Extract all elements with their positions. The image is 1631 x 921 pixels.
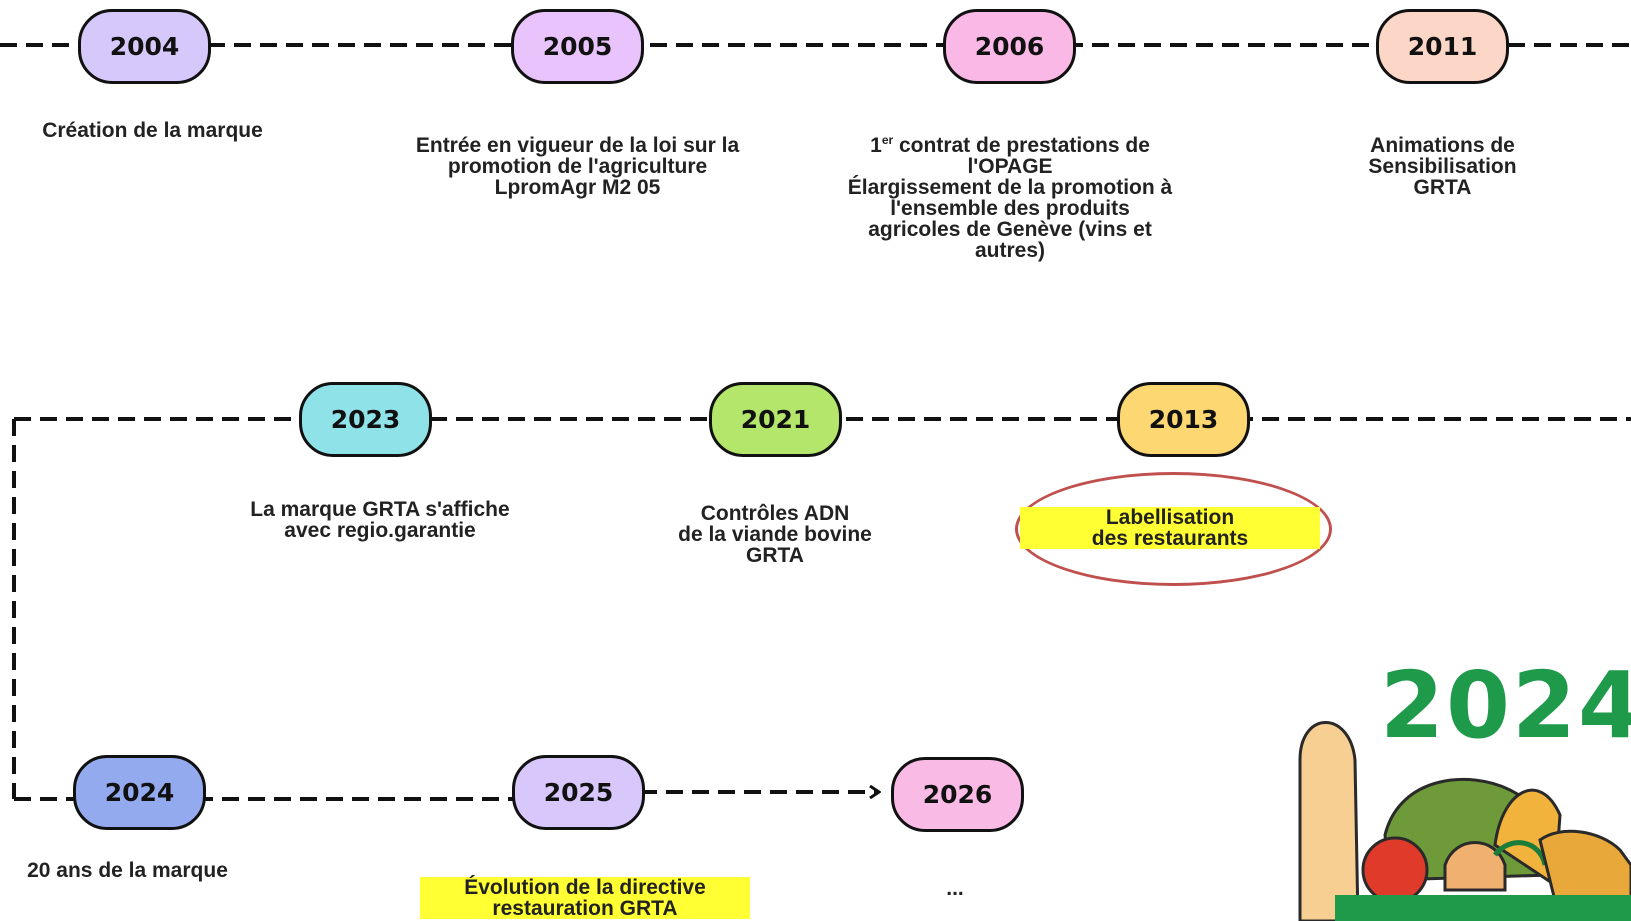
event-2006-ordinal-suffix: er (881, 133, 894, 147)
event-2013-line-2: des restaurants (1020, 528, 1320, 549)
event-2006-line-4: l'ensemble des produits (890, 197, 1130, 220)
event-2025-line-2: restauration GRTA (420, 898, 750, 919)
event-2006-line-6: autres) (974, 239, 1046, 262)
year-badge-2006: 2006 (943, 9, 1076, 84)
event-2011-line-2: Sensibilisation (1368, 155, 1517, 178)
event-2021-line-1: Contrôles ADN (700, 502, 850, 525)
logo-year-text: 2024 (1380, 665, 1631, 759)
event-2006-line-1: 1er contrat de prestations de (800, 133, 1220, 157)
event-2025-line-1-highlight: Évolution de la directive (420, 877, 750, 898)
event-2024-text: 20 ans de la marque (0, 860, 255, 881)
event-2013-line-1-highlight: Labellisation (1020, 507, 1320, 528)
event-2025-line-2-highlight: restauration GRTA (420, 898, 750, 919)
event-2026-text: ... (905, 878, 1005, 899)
event-2013-line-2-highlight: des restaurants (1020, 528, 1320, 549)
anniversary-2024-logo: 2024 (1240, 665, 1631, 921)
event-2021-text: Contrôles ADN de la viande bovine GRTA (610, 503, 940, 566)
event-2023-text: La marque GRTA s'affiche avec regio.gara… (215, 499, 545, 541)
event-2024-line: 20 ans de la marque (27, 859, 228, 882)
event-2013-text: Labellisation des restaurants (1020, 507, 1320, 549)
year-badge-2011: 2011 (1376, 9, 1509, 84)
event-2006-line-5: agricoles de Genève (vins et (868, 218, 1152, 241)
year-badge-2005: 2005 (511, 9, 644, 84)
year-badge-2021: 2021 (709, 382, 842, 457)
event-2011-line-1: Animations de (1370, 134, 1515, 157)
year-badge-2013: 2013 (1117, 382, 1250, 457)
event-2026-line: ... (946, 877, 964, 900)
event-2006-line-1-rest: contrat de prestations de (893, 134, 1150, 157)
event-2006-line-2: l'OPAGE (967, 155, 1053, 178)
event-2006-ordinal: 1 (870, 134, 882, 157)
event-2023-line-1: La marque GRTA s'affiche (250, 498, 510, 521)
event-2021-line-3: GRTA (746, 544, 804, 567)
vegetables-illustration (1298, 721, 1631, 921)
event-2004-line: Création de la marque (42, 119, 263, 142)
event-2023-line-2: avec regio.garantie (284, 519, 476, 542)
year-badge-2025: 2025 (512, 755, 645, 830)
event-2025-text: Évolution de la directive restauration G… (420, 877, 750, 919)
event-2013-line-1: Labellisation (1020, 507, 1320, 528)
year-badge-2023: 2023 (299, 382, 432, 457)
event-2011-text: Animations de Sensibilisation GRTA (1315, 135, 1570, 198)
event-2021-line-2: de la viande bovine (678, 523, 872, 546)
event-2025-line-1: Évolution de la directive (420, 877, 750, 898)
event-2005-line-1: Entrée en vigueur de la loi sur la (415, 134, 740, 157)
event-2005-line-3: LpromAgr M2 05 (494, 176, 661, 199)
event-2006-text: 1er contrat de prestations de l'OPAGE Él… (800, 133, 1220, 262)
event-2005-line-2: promotion de l'agriculture (447, 155, 708, 178)
year-badge-2026: 2026 (891, 757, 1024, 832)
year-badge-2004: 2004 (78, 9, 211, 84)
event-2006-line-3: Élargissement de la promotion à (847, 176, 1173, 199)
event-2004-text: Création de la marque (10, 120, 295, 141)
event-2005-text: Entrée en vigueur de la loi sur la promo… (380, 135, 775, 198)
year-badge-2024: 2024 (73, 755, 206, 830)
highlight-ellipse (1015, 472, 1332, 586)
event-2011-line-3: GRTA (1413, 176, 1472, 199)
